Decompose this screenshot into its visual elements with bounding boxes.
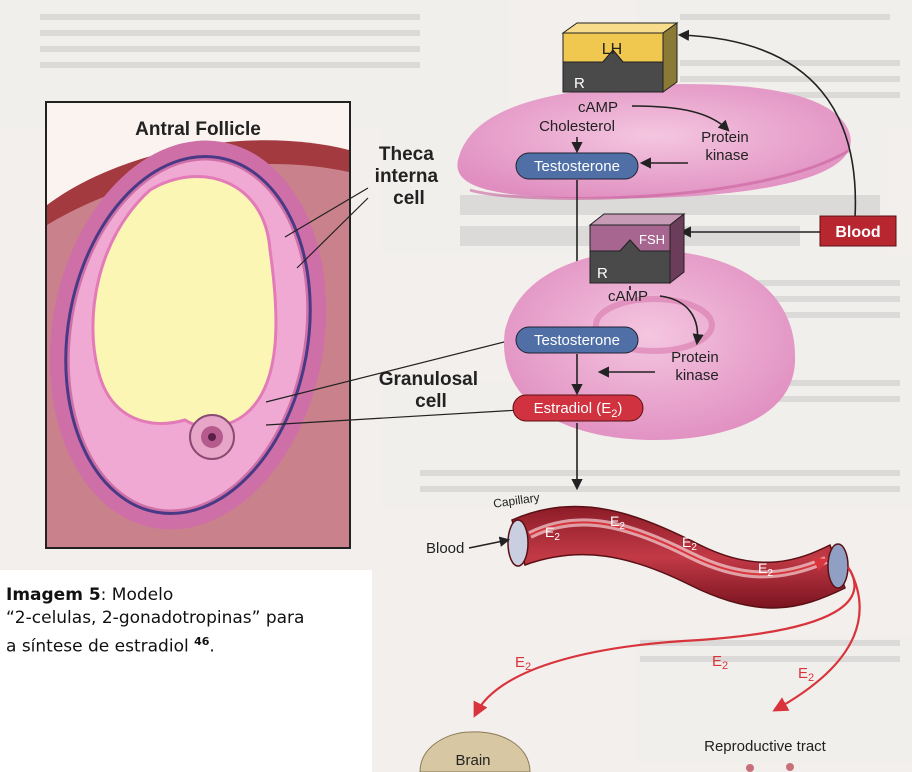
theca-testosterone-text: Testosterone <box>534 158 620 175</box>
estradiol-box: Estradiol (E2) <box>513 395 643 421</box>
figure-caption: Imagem 5: Modelo “2-celulas, 2-gonadotrop… <box>0 570 372 772</box>
antral-follicle-panel: Antral Follicle <box>20 102 356 552</box>
caption-label: Imagem 5 <box>6 585 101 605</box>
caption-line1: : Modelo <box>101 585 174 605</box>
theca-protein-kinase-label: Protein kinase <box>701 129 753 164</box>
caption-ref: 46 <box>194 635 209 648</box>
lh-receptor: LH R <box>563 23 677 92</box>
blood-box-text: Blood <box>835 224 880 241</box>
antral-follicle-title: Antral Follicle <box>135 119 261 140</box>
caption-text: Imagem 5: Modelo “2-celulas, 2-gonadotrop… <box>6 584 346 659</box>
blood-vessel-label: Blood <box>426 540 464 557</box>
reproductive-tract-label: Reproductive tract <box>704 738 827 755</box>
fsh-label: FSH <box>639 232 665 247</box>
blood-box: Blood <box>820 216 896 246</box>
granulosal-testosterone-text: Testosterone <box>534 332 620 349</box>
cholesterol-label: Cholesterol <box>539 118 615 135</box>
caption-line3: a síntese de estradiol <box>6 637 194 657</box>
fsh-r-label: R <box>597 265 608 282</box>
fsh-receptor: FSH R <box>590 214 684 283</box>
granulosal-camp-label: cAMP <box>608 288 648 305</box>
lh-label: LH <box>602 41 622 58</box>
theca-camp-label: cAMP <box>578 99 618 116</box>
brain-label: Brain <box>455 752 490 769</box>
caption-end: . <box>209 637 214 657</box>
theca-box-testosterone: Testosterone <box>516 153 638 179</box>
caption-line2: “2-celulas, 2-gonadotropinas” para <box>6 608 304 628</box>
granulosal-box-testosterone: Testosterone <box>516 327 638 353</box>
lh-r-label: R <box>574 75 585 92</box>
granulosal-protein-kinase-label: Protein kinase <box>671 349 723 384</box>
